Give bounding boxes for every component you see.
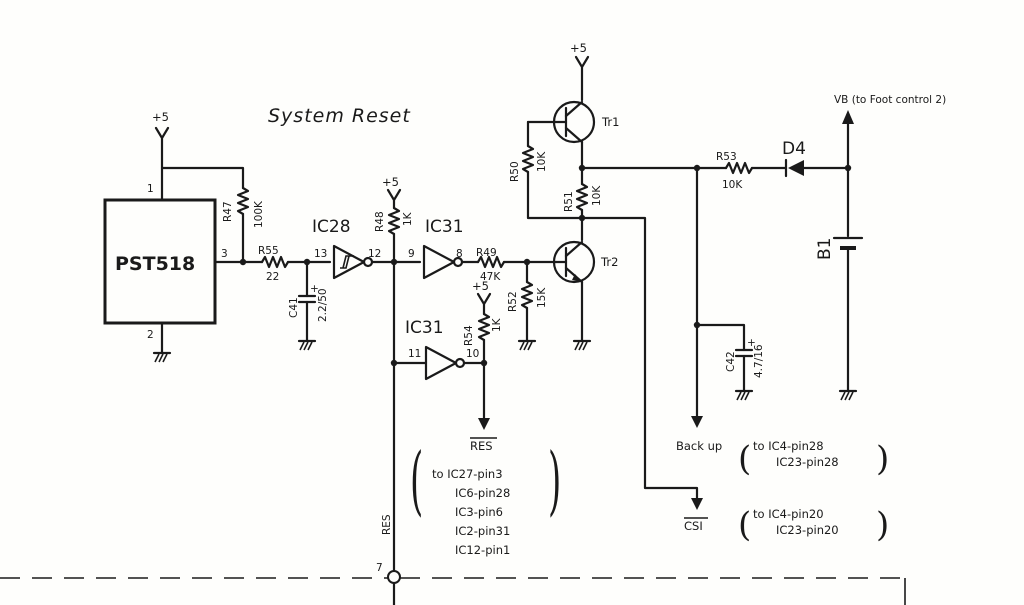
c41-value: 2.2/50 (317, 288, 329, 322)
res-connector-pin: 7 (376, 562, 383, 574)
svg-text:+: + (747, 337, 756, 349)
ground-symbol-1 (152, 351, 172, 363)
ic31b-pin10: 10 (466, 348, 479, 360)
r55-name: R55 (258, 245, 279, 257)
ground-symbol-6 (838, 389, 858, 401)
r48-zigzag (387, 206, 401, 236)
b1-label: B1 (815, 238, 835, 260)
svg-text:(: ( (738, 439, 751, 479)
pst518-pin3: 3 (221, 248, 228, 260)
backup-label: Back up (676, 439, 722, 453)
ic28-label: IC28 (312, 217, 351, 237)
ground-symbol-3 (517, 339, 537, 351)
backup-arrow (691, 416, 703, 428)
r49-value: 47K (480, 271, 501, 283)
pst518-label: PST518 (115, 253, 195, 275)
backup-target-1: to IC4-pin28 (753, 439, 824, 453)
res-target-2: IC6-pin28 (455, 486, 510, 500)
c42-name: C42 (725, 351, 737, 372)
res-target-5: IC12-pin1 (455, 543, 510, 557)
res-target-4: IC2-pin31 (455, 524, 510, 538)
r53-value: 10K (722, 179, 743, 191)
supply-label-4: +5 (570, 41, 587, 55)
r48-value: 1K (402, 211, 414, 226)
r48-name: R48 (374, 211, 386, 232)
r49-zigzag (476, 255, 506, 269)
csi-target-2: IC23-pin20 (776, 523, 839, 537)
tr1-transistor (526, 100, 596, 144)
ic31a-pin9: 9 (408, 248, 415, 260)
ic28-pin12: 12 (368, 248, 381, 260)
res-output-arrow (478, 418, 490, 430)
res-output-label: RES (470, 439, 493, 453)
csi-target-1: to IC4-pin20 (753, 507, 824, 521)
r53-name: R53 (716, 151, 737, 163)
ic31b-label: IC31 (405, 318, 444, 338)
csi-label: CSI (684, 519, 703, 533)
r52-zigzag (520, 280, 534, 310)
ic28-pin13: 13 (314, 248, 327, 260)
d4-diode (784, 158, 804, 178)
r51-zigzag (575, 182, 589, 212)
ic28-gate (332, 244, 374, 280)
ic31b-pin11: 11 (408, 348, 421, 360)
svg-text:(: ( (738, 505, 751, 545)
res-target-3: IC3-pin6 (455, 505, 503, 519)
r55-value: 22 (266, 271, 279, 283)
tr2-transistor (552, 240, 596, 284)
ic31a-label: IC31 (425, 217, 464, 237)
tr1-label: Tr1 (601, 115, 619, 129)
res-target-1: to IC27-pin3 (432, 467, 503, 481)
r52-name: R52 (507, 291, 519, 312)
vb-label: VB (to Foot control 2) (834, 94, 946, 106)
supply-label-2: +5 (382, 175, 399, 189)
schematic-title: System Reset (268, 105, 411, 127)
r51-value: 10K (591, 185, 603, 206)
r51-name: R51 (563, 191, 575, 212)
r50-zigzag (521, 144, 535, 174)
d4-label: D4 (782, 139, 806, 159)
svg-text:(: ( (410, 436, 423, 524)
r55-zigzag (260, 255, 290, 269)
svg-text:): ) (876, 439, 889, 479)
r52-value: 15K (536, 287, 548, 308)
svg-text:): ) (876, 505, 889, 545)
supply-label-1: +5 (152, 110, 169, 124)
r47-zigzag (236, 186, 250, 216)
c41-name: C41 (288, 297, 300, 318)
supply-label-3: +5 (472, 279, 489, 293)
r50-value: 10K (536, 151, 548, 172)
r49-name: R49 (476, 247, 497, 259)
tr2-label: Tr2 (600, 255, 618, 269)
r53-zigzag (724, 161, 754, 175)
b1-battery (832, 236, 864, 250)
c42-value: 4.7/16 (753, 344, 765, 378)
svg-text:+: + (310, 283, 319, 295)
res-vertical-label: RES (381, 514, 393, 535)
backup-target-2: IC23-pin28 (776, 455, 839, 469)
ground-symbol-4 (572, 339, 592, 351)
pst518-pin2: 2 (147, 329, 154, 341)
r47-value: 100K (253, 200, 265, 228)
ground-symbol-2 (297, 339, 317, 351)
csi-arrow (691, 498, 703, 510)
r47-name: R47 (222, 201, 234, 222)
r54-value: 1K (491, 317, 503, 332)
ic31b-gate (424, 345, 466, 381)
r54-name: R54 (463, 325, 475, 346)
r54-zigzag (477, 312, 491, 342)
ground-symbol-5 (734, 389, 754, 401)
pst518-pin1: 1 (147, 183, 154, 195)
res-connector (387, 570, 401, 584)
r50-name: R50 (509, 161, 521, 182)
svg-text:): ) (548, 436, 561, 524)
vb-arrow (842, 110, 854, 124)
ic31a-pin8: 8 (456, 248, 463, 260)
